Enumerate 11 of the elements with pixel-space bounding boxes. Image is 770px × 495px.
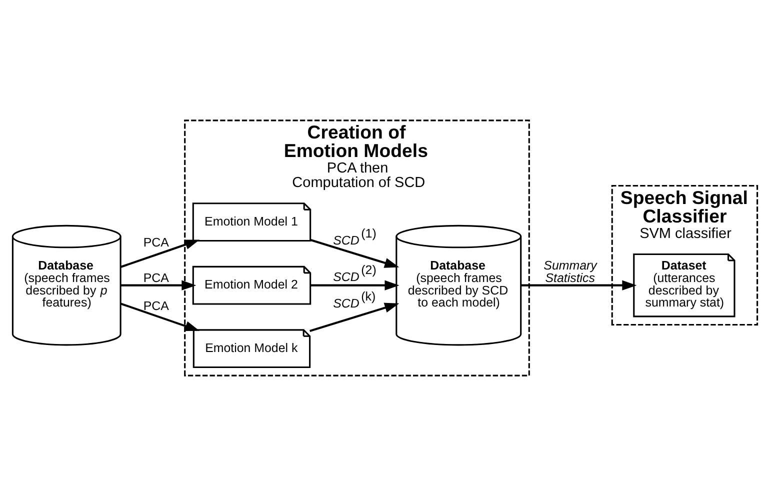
arrow [120,302,200,330]
arrow [310,280,400,290]
arrow [120,280,196,290]
edge-label: PCA [143,298,169,312]
edge-label: PCA [143,270,169,284]
edge-label: Summary Statistics [544,258,597,284]
arrow [310,238,400,268]
edge-label: PCA [143,235,169,250]
arrow [120,239,200,268]
arrow [310,302,400,332]
arrow [521,280,637,290]
